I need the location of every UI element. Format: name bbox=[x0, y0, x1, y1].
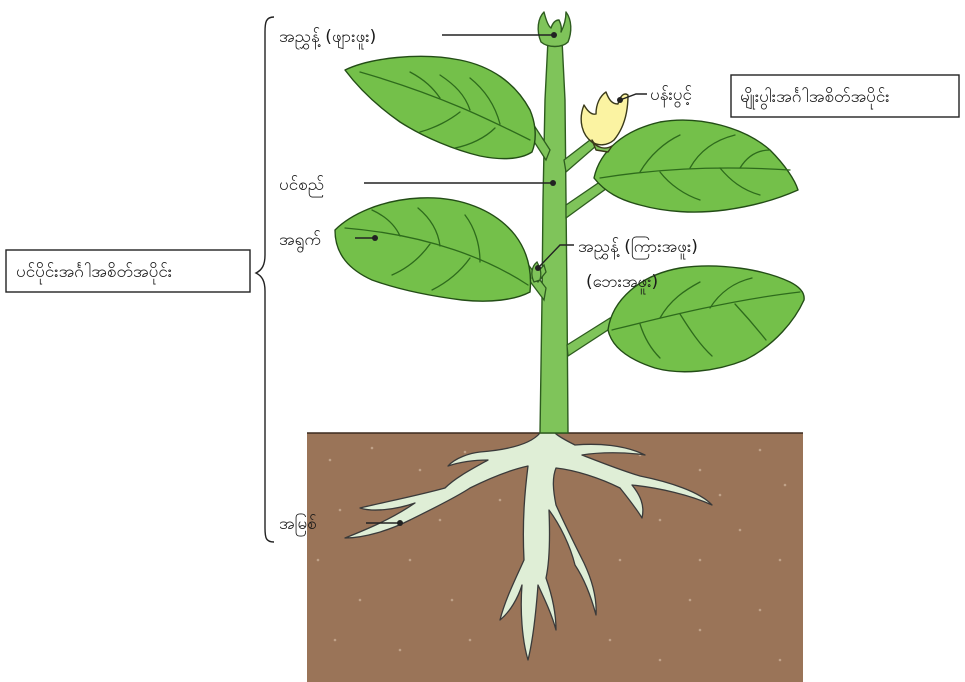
label-axillary-bud: အညွှန့် (ကြားအဖူး) bbox=[578, 235, 698, 260]
label-terminal-bud: အညွှန့် (ဖျားဖူး) bbox=[279, 27, 376, 50]
vegetative-group-label: ပင်ပိုင်းအင်္ဂါအစိတ်အပိုင်း bbox=[16, 261, 172, 285]
terminal-bud bbox=[538, 12, 571, 47]
label-axillary-bud-alt: (ဘေးအဖူး) bbox=[586, 272, 658, 295]
label-flower: ပန်းပွင့် bbox=[650, 85, 692, 108]
vegetative-group-box: ပင်ပိုင်းအင်္ဂါအစိတ်အပိုင်း bbox=[6, 250, 250, 292]
label-stem: ပင်စည် bbox=[279, 175, 324, 198]
reproductive-group-label: မျိုးပွါးအင်္ဂါအစိတ်အပိုင်း bbox=[740, 86, 890, 110]
label-leaf: အရွက် bbox=[279, 230, 321, 253]
reproductive-group-box: မျိုးပွါးအင်္ဂါအစိတ်အပိုင်း bbox=[731, 75, 959, 117]
axillary-bud bbox=[532, 262, 541, 282]
leaf-upper-left bbox=[345, 56, 535, 158]
vegetative-brace bbox=[256, 17, 274, 542]
leaf-mid-left bbox=[335, 198, 530, 301]
stem bbox=[540, 40, 568, 433]
label-root: အမြစ် bbox=[279, 512, 317, 537]
